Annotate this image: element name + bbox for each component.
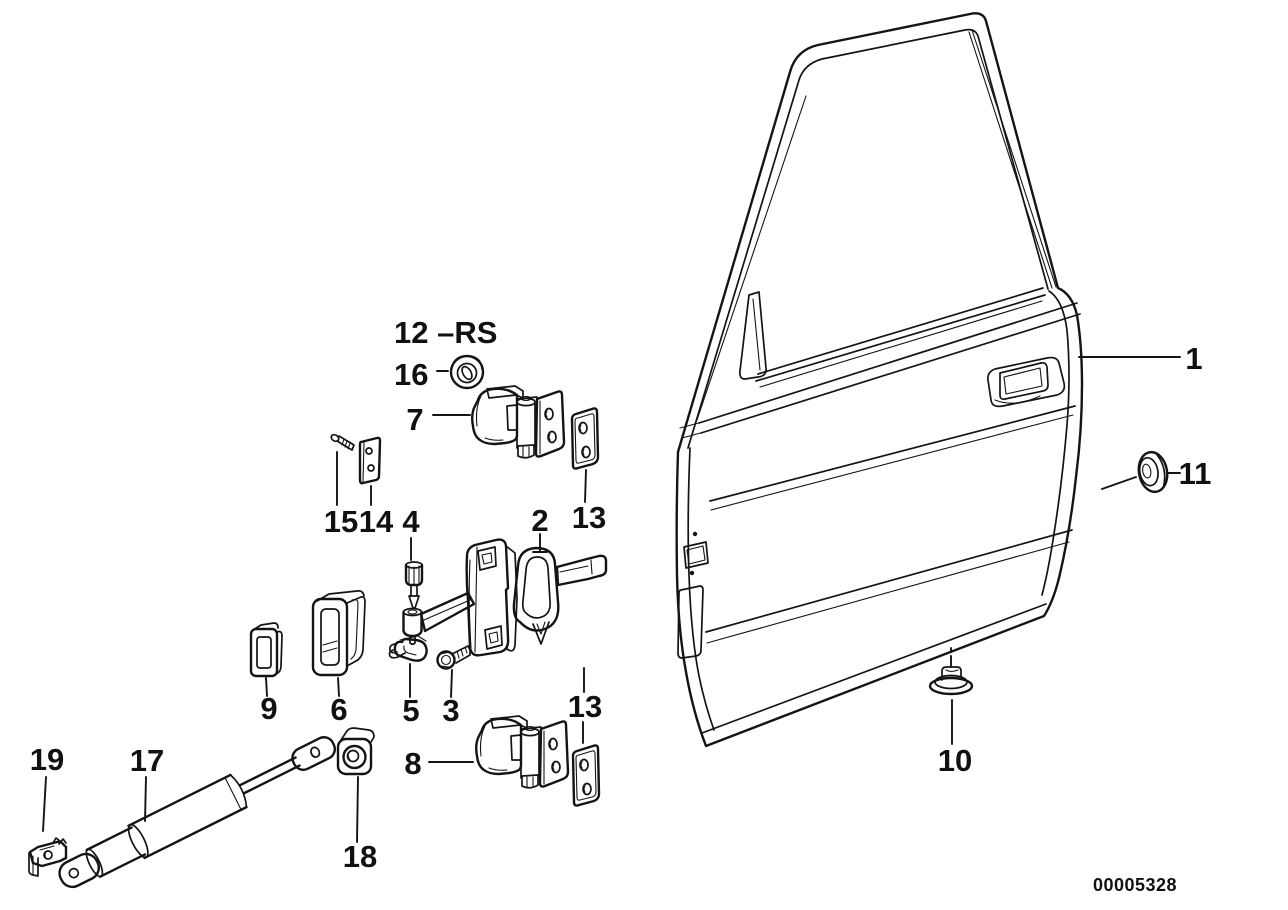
part-label-14: 14 <box>359 504 394 539</box>
part-label-2: 2 <box>531 503 548 538</box>
hinge-plate-upper-drawing <box>570 407 600 470</box>
part-label-7: 7 <box>406 402 423 437</box>
strut-clip-drawing <box>28 837 68 877</box>
drain-plug-drawing <box>928 666 974 696</box>
check-bolt-drawing <box>436 645 471 670</box>
screw-drawing <box>330 433 355 451</box>
part-label-5: 5 <box>402 693 419 728</box>
part-label-19: 19 <box>30 742 64 777</box>
strut-grommet-drawing <box>336 727 375 776</box>
part-label-3: 3 <box>442 693 459 728</box>
kit-label: 12 –RS <box>394 315 497 350</box>
mirror-triangle <box>739 291 767 380</box>
door-check-drawing <box>419 538 608 657</box>
drawing-number: 00005328 <box>1093 875 1177 895</box>
part-label-4: 4 <box>402 504 420 539</box>
part-label-9: 9 <box>260 691 277 726</box>
part-labels: 12 –RS 16 7 15 14 4 2 13 9 6 5 3 13 8 19… <box>30 315 1212 895</box>
upper-hinge-drawing <box>471 384 566 459</box>
part-label-18: 18 <box>343 839 377 874</box>
part-label-17: 17 <box>130 743 164 778</box>
part-label-13-upper: 13 <box>572 500 606 535</box>
door-creases <box>701 405 1076 734</box>
beltline <box>698 287 1081 434</box>
leader-lines <box>42 356 1181 843</box>
part-label-8: 8 <box>404 746 421 781</box>
part-label-16: 16 <box>394 357 428 392</box>
door-rear-edge <box>1041 290 1070 596</box>
hinge-plate-lower-drawing <box>571 744 601 807</box>
mounting-plate-drawing <box>358 436 382 485</box>
gas-strut-drawing <box>58 736 337 889</box>
window-frame <box>687 28 1057 449</box>
cap-grommet-drawing <box>449 354 485 390</box>
part-label-10: 10 <box>938 743 972 778</box>
part-label-15: 15 <box>324 504 358 539</box>
part-label-6: 6 <box>330 692 347 727</box>
small-gasket-drawing <box>249 622 283 678</box>
part-label-11: 11 <box>1179 456 1212 491</box>
retaining-clip-drawing <box>388 635 428 662</box>
part-label-13-lower: 13 <box>568 689 602 724</box>
door-front-edge <box>677 420 715 731</box>
front-door-drawing <box>675 12 1084 748</box>
gasket-frame-drawing <box>311 590 366 677</box>
part-label-1: 1 <box>1185 341 1202 376</box>
lower-hinge-drawing <box>475 714 570 789</box>
door-outline <box>675 12 1084 748</box>
check-pin-drawing <box>402 561 424 646</box>
door-side-grommet-drawing <box>1137 450 1169 494</box>
door-handle <box>987 356 1066 408</box>
